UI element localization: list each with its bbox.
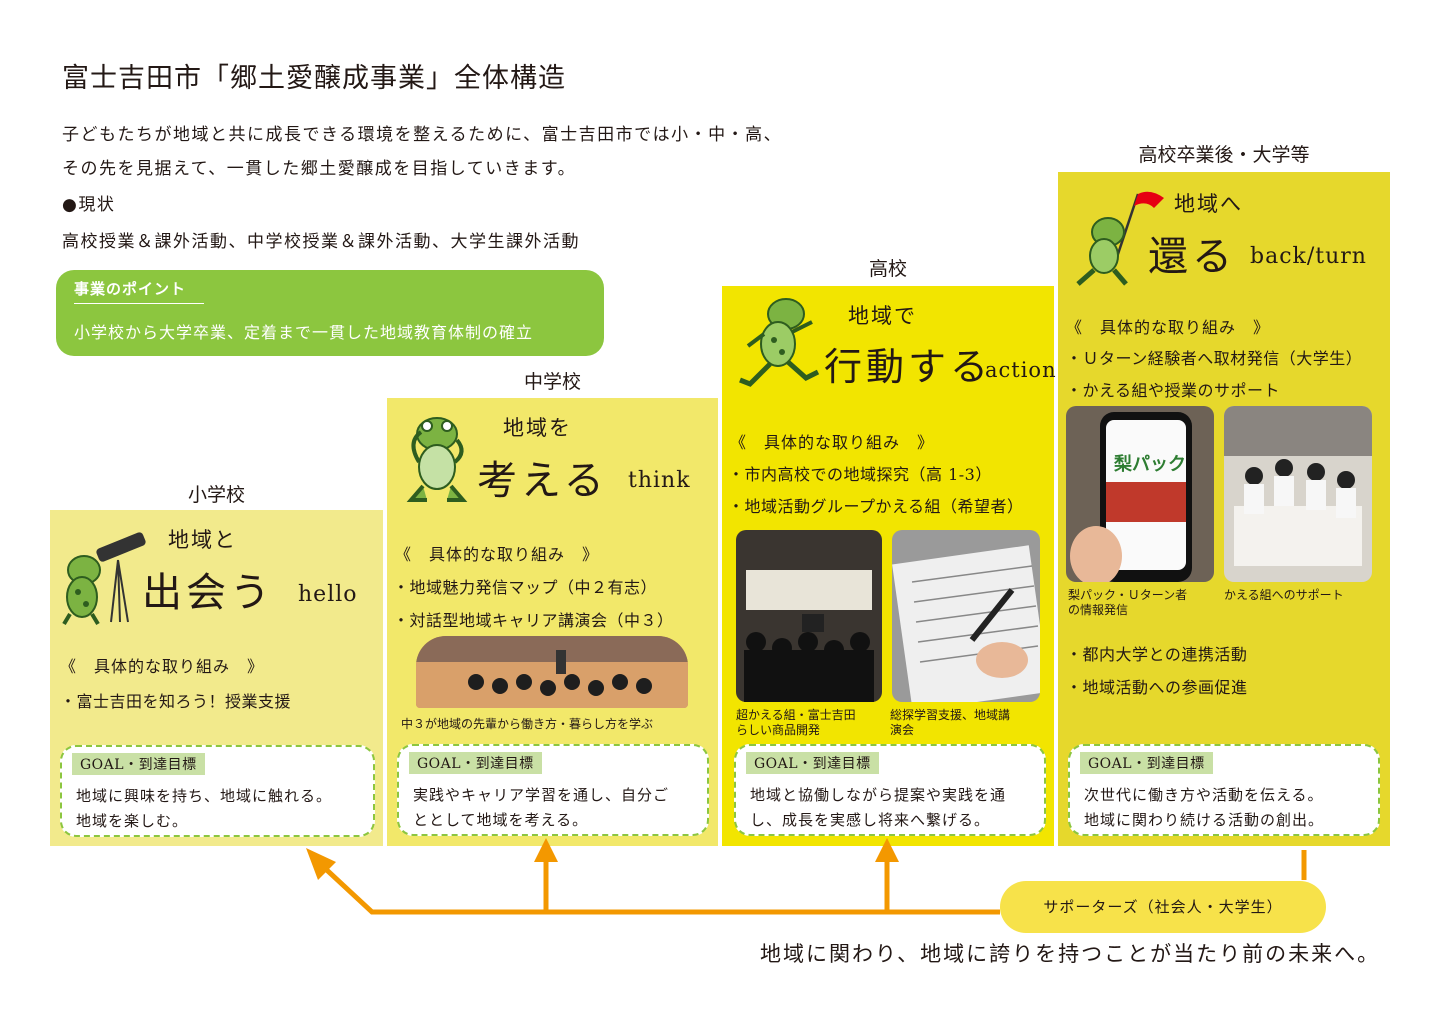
photo-caption-left: 超かえる組・富士吉田 らしい商品開発	[736, 708, 856, 738]
heading-small: 地域で	[848, 304, 917, 328]
initiative-item: ・対話型地域キャリア講演会（中３）	[393, 611, 674, 630]
status-heading: ●現状	[62, 195, 116, 215]
card-after: 地域へ 還る back/turn 《 具体的な取り組み 》 ・Ｕターン経験者へ取…	[1058, 172, 1390, 846]
tagline: 地域に関わり、地域に誇りを持つことが当たり前の未来へ。	[760, 942, 1381, 966]
initiative-item: ・Ｕターン経験者へ取材発信（大学生）	[1066, 349, 1363, 368]
initiative-item: ・地域活動への参画促進	[1066, 678, 1248, 697]
initiatives-heading: 《 具体的な取り組み 》	[730, 433, 935, 452]
heading-small: 地域へ	[1174, 192, 1243, 216]
goal-line-1: 実践やキャリア学習を通し、自分ご	[413, 786, 670, 804]
heading-big: 考える	[477, 458, 608, 504]
point-label: 事業のポイント	[74, 278, 204, 304]
arrowhead-elementary	[306, 848, 336, 880]
goal-box: GOAL・到達目標 実践やキャリア学習を通し、自分ご ととして地域を考える。	[397, 744, 709, 836]
goal-tag: GOAL・到達目標	[746, 752, 879, 774]
arrowhead-junior	[534, 838, 558, 862]
goal-line-1: 地域に興味を持ち、地域に触れる。	[76, 787, 333, 805]
photo-caption-right: かえる組へのサポート	[1224, 588, 1344, 603]
card-elementary: 地域と 出会う hello 《 具体的な取り組み 》 ・富士吉田を知ろう！授業支…	[50, 510, 383, 846]
caption-line: 総探学習支援、地域講	[890, 708, 1011, 722]
arrowhead-high	[875, 838, 899, 862]
initiatives-heading: 《 具体的な取り組み 》	[395, 545, 600, 564]
initiative-item: ・市内高校での地域探究（高 1-3）	[728, 465, 992, 484]
heading-english: action	[985, 358, 1057, 382]
heading-big: 還る	[1148, 234, 1236, 280]
initiative-item: ・都内大学との連携活動	[1066, 645, 1248, 664]
heading-big: 出会う	[142, 570, 274, 616]
stage-label-junior: 中学校	[523, 371, 581, 393]
initiative-item: ・地域活動グループかえる組（希望者）	[728, 497, 1024, 516]
phone-app-title: 梨パック	[1114, 454, 1186, 475]
status-text: 高校授業＆課外活動、中学校授業＆課外活動、大学生課外活動	[62, 232, 580, 252]
caption-line: かえる組へのサポート	[1224, 588, 1344, 602]
supporters-badge: サポーターズ（社会人・大学生）	[1000, 881, 1326, 933]
product-development-photo	[736, 530, 882, 702]
initiative-item: ・かえる組や授業のサポート	[1066, 381, 1281, 400]
goal-tag: GOAL・到達目標	[72, 753, 205, 775]
heading-small: 地域を	[503, 416, 572, 440]
goal-box: GOAL・到達目標 次世代に働き方や活動を伝える。 地域に関わり続ける活動の創出…	[1068, 744, 1380, 836]
goal-line-2: し、成長を実感し将来へ繋げる。	[750, 811, 991, 829]
photo-caption: 中３が地域の先輩から働き方・暮らし方を学ぶ	[401, 717, 654, 731]
intro-line-2: その先を見据えて、一貫した郷土愛醸成を目指していきます。	[62, 159, 577, 179]
heading-big: 行動する	[824, 345, 993, 389]
goal-tag: GOAL・到達目標	[1080, 752, 1213, 774]
goal-line-2: ととして地域を考える。	[413, 811, 589, 829]
stage-label-elementary: 小学校	[187, 484, 245, 506]
card-junior: 地域を 考える think 《 具体的な取り組み 》 ・地域魅力発信マップ（中２…	[387, 398, 718, 846]
heading-english: hello	[298, 582, 358, 607]
goal-box: GOAL・到達目標 地域に興味を持ち、地域に触れる。 地域を楽しむ。	[60, 745, 375, 837]
heading-english: back/turn	[1250, 244, 1367, 269]
frog-telescope-icon	[62, 532, 146, 626]
pear-pack-photo: 梨パック	[1066, 406, 1214, 582]
heading-english: think	[628, 468, 691, 493]
goal-tag: GOAL・到達目標	[409, 752, 542, 774]
stage-label-after: 高校卒業後・大学等	[1138, 144, 1310, 166]
caption-line: らしい商品開発	[736, 723, 821, 737]
caption-line: の情報発信	[1068, 603, 1129, 617]
goal-box: GOAL・到達目標 地域と協働しながら提案や実践を通 し、成長を実感し将来へ繋げ…	[734, 744, 1046, 836]
stage-label-high: 高校	[868, 258, 907, 280]
goal-line-1: 次世代に働き方や活動を伝える。	[1084, 786, 1324, 804]
point-box: 事業のポイント 小学校から大学卒業、定着まで一貫した地域教育体制の確立	[56, 270, 604, 356]
frog-flag-icon	[1076, 191, 1164, 286]
point-text: 小学校から大学卒業、定着まで一貫した地域教育体制の確立	[74, 323, 534, 342]
intro-line-1: 子どもたちが地域と共に成長できる環境を整えるために、富士吉田市では小・中・高、	[62, 125, 783, 145]
caption-line: 超かえる組・富士吉田	[736, 708, 856, 722]
study-support-photo	[892, 530, 1040, 702]
caption-line: 演会	[890, 723, 915, 737]
frog-thinking-icon	[406, 417, 468, 502]
goal-line-2: 地域に関わり続ける活動の創出。	[1084, 811, 1325, 829]
goal-line-2: 地域を楽しむ。	[76, 812, 189, 830]
photo-caption-left: 梨パック・Ｕターン者 の情報発信	[1068, 588, 1187, 618]
initiative-item: ・地域魅力発信マップ（中２有志）	[393, 578, 658, 597]
initiatives-heading: 《 具体的な取り組み 》	[60, 657, 265, 676]
arrow-to-elementary	[314, 858, 1000, 915]
photo-caption-right: 総探学習支援、地域講 演会	[890, 708, 1010, 738]
initiatives-heading: 《 具体的な取り組み 》	[1066, 318, 1271, 337]
frog-running-icon	[739, 298, 820, 387]
career-lecture-photo	[416, 636, 688, 708]
heading-small: 地域と	[168, 528, 237, 552]
support-photo	[1224, 406, 1372, 582]
page-title: 富士吉田市「郷土愛醸成事業」全体構造	[62, 63, 566, 94]
initiative-item: ・富士吉田を知ろう！授業支援	[60, 692, 292, 711]
caption-line: 梨パック・Ｕターン者	[1068, 588, 1188, 602]
goal-line-1: 地域と協働しながら提案や実践を通	[750, 786, 1007, 804]
card-high: 地域で 行動する action 《 具体的な取り組み 》 ・市内高校での地域探究…	[722, 286, 1057, 846]
